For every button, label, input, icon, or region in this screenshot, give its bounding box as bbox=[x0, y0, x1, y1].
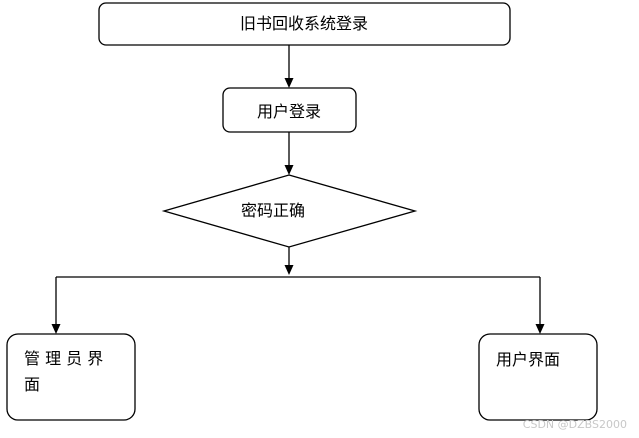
node-user-page: 用户界面 bbox=[478, 333, 598, 421]
node-system-login-label: 旧书回收系统登录 bbox=[240, 14, 368, 33]
node-password-check: 密码正确 bbox=[161, 174, 418, 248]
node-admin-page: 管 理 员 界 面 bbox=[6, 333, 136, 421]
edge-system-to-user-login bbox=[284, 45, 294, 88]
node-user-login: 用户登录 bbox=[222, 87, 357, 133]
watermark: CSDN @DZBS2000 bbox=[523, 418, 627, 431]
edge-check-to-split bbox=[284, 247, 294, 275]
edge-user-login-to-check bbox=[284, 132, 294, 175]
edge-split-to-admin bbox=[51, 277, 61, 334]
node-system-login: 旧书回收系统登录 bbox=[98, 2, 511, 46]
node-admin-page-label-line2: 面 bbox=[24, 375, 40, 394]
node-admin-page-label-line1: 管 理 员 界 bbox=[24, 349, 103, 368]
node-password-check-label: 密码正确 bbox=[241, 201, 305, 220]
node-user-login-label: 用户登录 bbox=[257, 102, 321, 121]
node-user-page-label: 用户界面 bbox=[496, 350, 560, 369]
edge-split-to-user-page bbox=[535, 277, 545, 334]
